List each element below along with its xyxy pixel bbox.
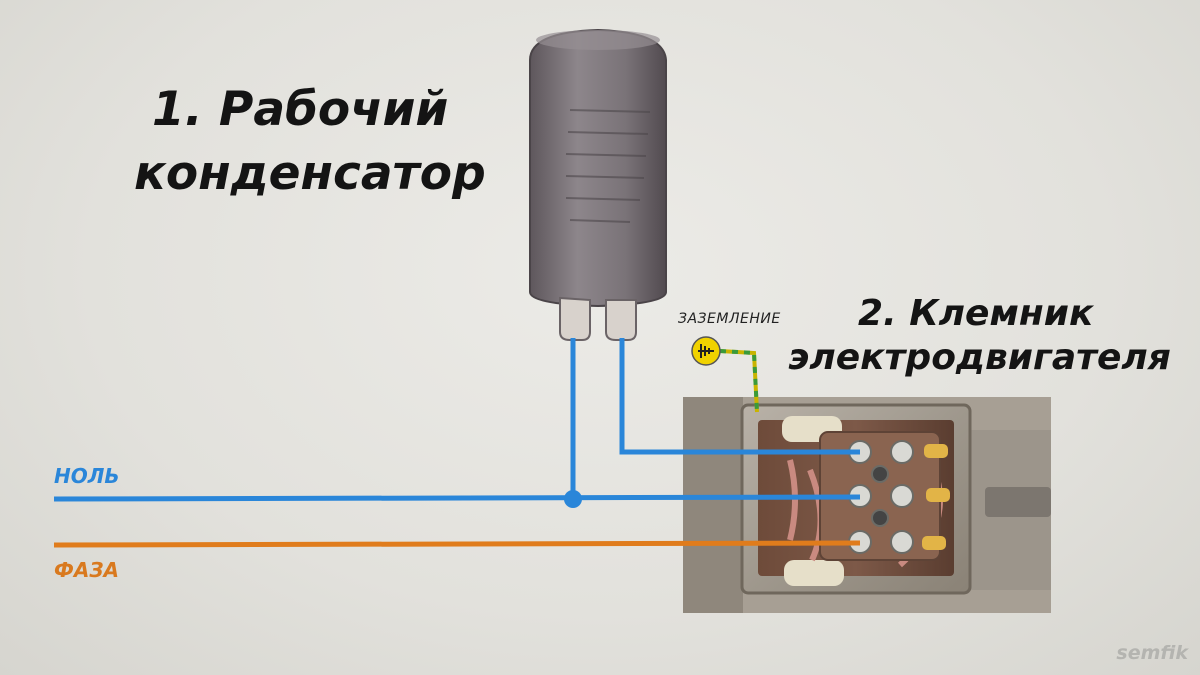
motor-terminal-box — [683, 397, 1051, 613]
neutral-junction-dot — [564, 490, 582, 508]
capacitor-terminal-left — [559, 296, 591, 341]
capacitor-terminal-right — [605, 299, 637, 341]
terminal-title-line1: 2. Клемник — [858, 293, 1094, 334]
phase-label: ФАЗА — [54, 558, 119, 582]
ground-wire — [719, 349, 759, 413]
terminal-lugs — [922, 444, 950, 550]
terminal-title-line2: электродвигателя — [788, 337, 1171, 378]
capacitor-print — [565, 109, 651, 223]
motor-shaft-bolt — [985, 487, 1051, 517]
neutral-label: НОЛЬ — [54, 464, 120, 488]
phase-wire — [53, 540, 861, 548]
capacitor — [529, 28, 667, 341]
ground-label: ЗАЗЕМЛЕНИЕ — [678, 311, 781, 327]
terminal-insulator-bottom — [784, 560, 844, 586]
watermark: semfik — [1116, 642, 1188, 664]
capacitor-title-line2: конденсатор — [134, 146, 486, 201]
ground-icon — [691, 336, 721, 366]
neutral-wires — [53, 338, 861, 502]
capacitor-title-line1: 1. Рабочий — [152, 82, 449, 137]
terminal-screws — [848, 440, 914, 554]
